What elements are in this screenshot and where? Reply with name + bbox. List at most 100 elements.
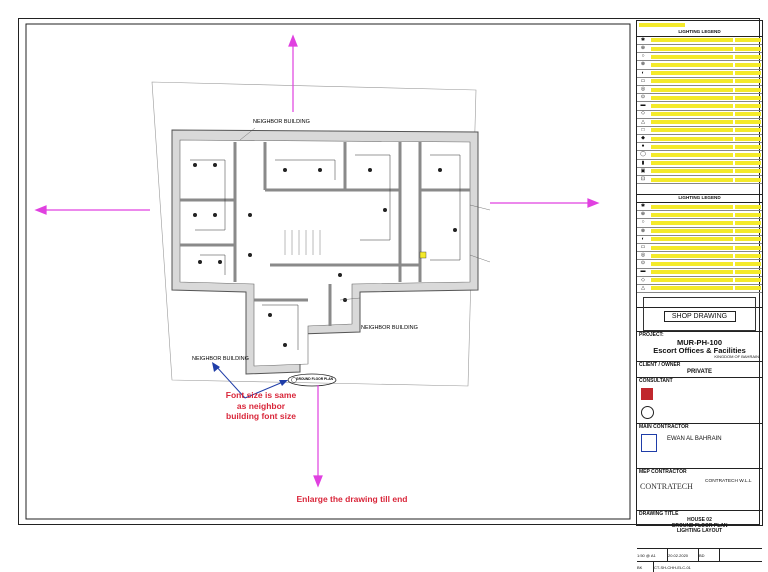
legend-location bbox=[735, 79, 761, 84]
legend-symbol-icon: ◐ bbox=[641, 235, 645, 242]
legend-symbol-icon: ▭ bbox=[640, 243, 646, 250]
legend-row: ◎ bbox=[637, 252, 762, 261]
legend-location bbox=[735, 177, 761, 182]
legend-description bbox=[651, 245, 733, 250]
legend-location bbox=[735, 120, 761, 125]
legend-symbol-icon: ▮ bbox=[641, 159, 645, 166]
client-value: PRIVATE bbox=[686, 369, 713, 376]
legend-location bbox=[735, 270, 761, 275]
legend-description bbox=[651, 286, 733, 291]
legend-symbol-icon: ✱ bbox=[640, 202, 646, 209]
drawn-value: BK bbox=[637, 562, 654, 572]
drawing-number-row: BK CT-SH-CHH-ELC-01 bbox=[637, 562, 762, 572]
revision-table bbox=[643, 297, 756, 332]
legend-location bbox=[735, 278, 761, 283]
legend-header: LIGHTING LEGEND bbox=[637, 29, 762, 37]
legend-row: ○ bbox=[637, 219, 762, 228]
consultant-label: CONSULTANT bbox=[639, 378, 673, 384]
legend-row: ▭ bbox=[637, 243, 762, 253]
legend-description bbox=[651, 103, 733, 108]
drawing-info-row: 1:50 @ A1 20.02.2020 BD bbox=[637, 549, 762, 562]
legend-symbol-icon: ○ bbox=[641, 219, 645, 226]
enlarge-annotation: Enlarge the drawing till end bbox=[296, 494, 408, 504]
legend-row: ▬ bbox=[637, 102, 762, 111]
legend-description bbox=[651, 46, 733, 51]
legend-row: ⊗ bbox=[637, 228, 762, 236]
legend-description bbox=[651, 153, 733, 158]
consultant-logo bbox=[641, 388, 653, 400]
legend-location bbox=[735, 169, 761, 174]
drawing-title-1: HOUSE 02 bbox=[687, 517, 712, 524]
legend-row: ⊗ bbox=[637, 61, 762, 70]
legend-location bbox=[735, 136, 761, 141]
legend-symbol-icon: ◐ bbox=[641, 69, 645, 76]
main-contractor-name: EWAN AL BAHRAIN bbox=[667, 436, 722, 442]
legend-location bbox=[735, 38, 761, 43]
legend-row: ▬ bbox=[637, 269, 762, 277]
legend-location bbox=[735, 253, 761, 258]
legend-row: ✱ bbox=[637, 202, 762, 212]
legend-symbol-icon: ◆ bbox=[641, 135, 645, 142]
legend-description bbox=[651, 144, 733, 149]
legend-row: ▭ bbox=[637, 78, 762, 86]
client-label: CLIENT / OWNER bbox=[639, 362, 681, 368]
legend-location bbox=[735, 95, 761, 100]
kingdom-label: KINGDOM OF BAHRAIN bbox=[714, 354, 759, 359]
legend-location bbox=[735, 144, 761, 149]
legend-description bbox=[651, 161, 733, 166]
drawing-title-2: GROUND FLOOR PLAN bbox=[671, 522, 728, 529]
legend-location bbox=[735, 261, 761, 266]
legend-symbol-icon: ⊗ bbox=[640, 61, 646, 68]
legend-location bbox=[735, 237, 761, 242]
legend-row: ◇ bbox=[637, 277, 762, 285]
legend-row: ✱ bbox=[637, 37, 762, 45]
legend-section: LIGHTING LEGEND ✱⊕○⊗◐▭◎⊙▬◇△□◆●◯▮▣⊡ LIGHT… bbox=[637, 21, 762, 332]
legend-location bbox=[735, 220, 761, 225]
legend-description bbox=[651, 220, 733, 225]
legend-location bbox=[735, 153, 761, 158]
legend-symbol-icon: ◎ bbox=[640, 85, 646, 92]
legend-symbol-icon: ⊕ bbox=[640, 44, 646, 51]
arrows bbox=[34, 34, 600, 488]
font-size-annotation: Font size is same as neighbor building f… bbox=[225, 390, 297, 422]
legend-symbol-icon: ○ bbox=[641, 53, 645, 60]
legend-description bbox=[651, 87, 733, 92]
legend-symbol-icon: ▬ bbox=[640, 102, 646, 109]
legend-description bbox=[651, 38, 733, 43]
project-name: Escort Offices & Facilities bbox=[653, 346, 746, 356]
legend-location bbox=[735, 71, 761, 76]
legend-location bbox=[735, 161, 761, 166]
legend-symbol-icon: △ bbox=[641, 284, 645, 291]
legend-description bbox=[651, 212, 733, 217]
legend-row: △ bbox=[637, 119, 762, 127]
legend-symbol-icon: ⊙ bbox=[640, 94, 646, 101]
legend-description bbox=[651, 136, 733, 141]
legend-description bbox=[651, 112, 733, 117]
contratech-logo: CONTRATECH bbox=[640, 482, 693, 491]
legend-row: ◇ bbox=[637, 111, 762, 119]
legend-row: ◯ bbox=[637, 151, 762, 160]
legend-symbol-icon: ▣ bbox=[640, 167, 646, 174]
neighbor-building-label-left: NEIGHBOR BUILDING bbox=[192, 356, 249, 362]
legend-symbol-icon: ▭ bbox=[640, 77, 646, 84]
legend-symbol-icon: ● bbox=[641, 143, 645, 150]
legend-row: ○ bbox=[637, 53, 762, 62]
legend-location bbox=[735, 112, 761, 117]
plan-title-label: GROUND FLOOR PLAN bbox=[296, 377, 333, 381]
consultant-seal-icon bbox=[641, 406, 654, 419]
legend-row: ⊡ bbox=[637, 176, 762, 185]
legend-location bbox=[735, 286, 761, 291]
legend-location bbox=[735, 54, 761, 59]
legend-description bbox=[651, 169, 733, 174]
legend-symbol-icon: ⊗ bbox=[640, 227, 646, 234]
legend-symbol-icon: ◇ bbox=[641, 276, 645, 283]
neighbor-building-label-right: NEIGHBOR BUILDING bbox=[361, 325, 418, 331]
legend-description bbox=[651, 54, 733, 59]
legend-row: ● bbox=[637, 143, 762, 152]
legend-description bbox=[651, 261, 733, 266]
legend-row: ◐ bbox=[637, 70, 762, 78]
legend-row: ⊕ bbox=[637, 211, 762, 220]
drawing-number: CT-SH-CHH-ELC-01 bbox=[654, 565, 691, 570]
legend-symbol-icon: ⊙ bbox=[640, 260, 646, 267]
shop-drawing-label: SHOP DRAWING bbox=[663, 311, 736, 323]
